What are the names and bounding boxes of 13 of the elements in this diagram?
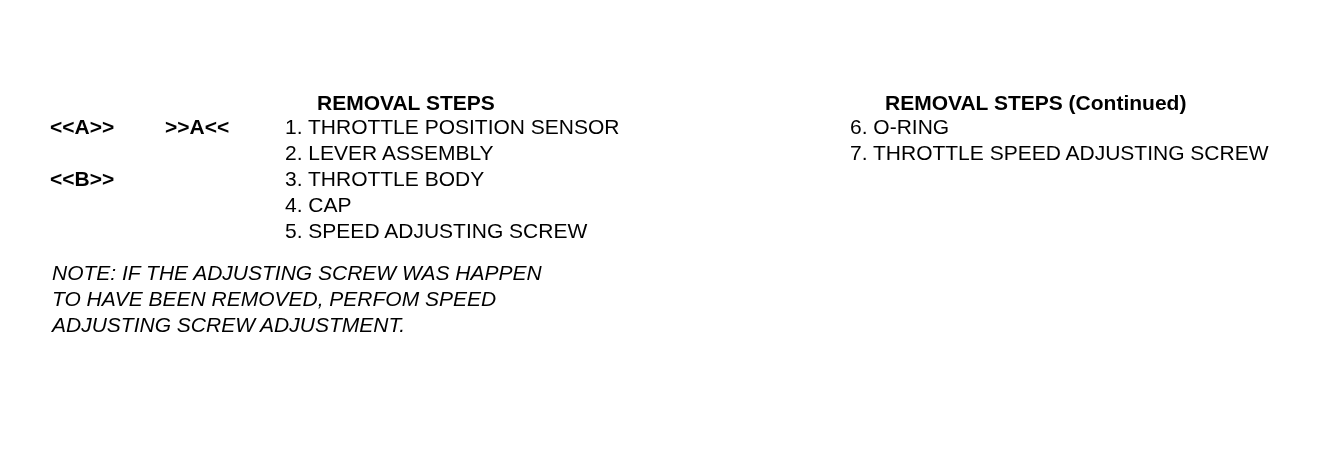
step-item: 3. THROTTLE BODY xyxy=(285,166,485,192)
section-heading: REMOVAL STEPS xyxy=(317,90,495,116)
reference-mark: <<A>> xyxy=(50,114,115,140)
step-item: 1. THROTTLE POSITION SENSOR xyxy=(285,114,620,140)
step-item: 4. CAP xyxy=(285,192,352,218)
step-item: 5. SPEED ADJUSTING SCREW xyxy=(285,218,588,244)
reference-mark: <<B>> xyxy=(50,166,115,192)
section-heading: REMOVAL STEPS (Continued) xyxy=(885,90,1187,116)
step-item: 6. O-RING xyxy=(850,114,950,140)
reference-mark: >>A<< xyxy=(165,114,230,140)
step-item: 7. THROTTLE SPEED ADJUSTING SCREW xyxy=(850,140,1270,166)
step-item: 2. LEVER ASSEMBLY xyxy=(285,140,494,166)
note-text: NOTE: IF THE ADJUSTING SCREW WAS HAPPEN TO HAVE BEEN REMOVED, PERFOM SPEED ADJUSTING SCREW ADJUSTMENT. xyxy=(52,260,543,338)
